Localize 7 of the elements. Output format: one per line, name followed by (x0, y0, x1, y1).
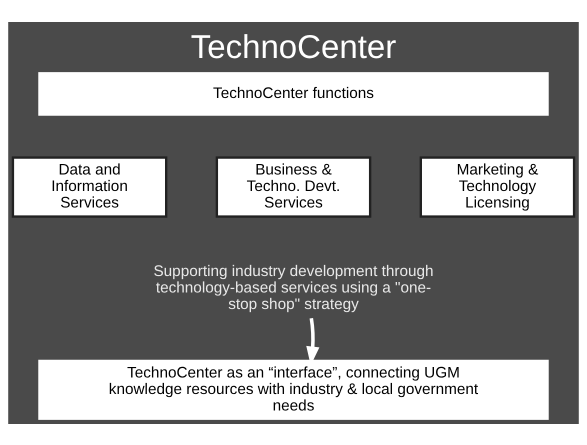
node-box: Business & Techno. Devt. Services (216, 156, 372, 218)
node-box: TechnoCenter as an “interface”, connecting UGM knowledge resources with industry & local government needs (38, 359, 549, 420)
node-box: Marketing & Technology Licensing (420, 156, 576, 218)
diagram-title: TechnoCenter (190, 27, 396, 64)
node-box: Data and Information Services (12, 156, 168, 218)
node-text: Supporting industry development through technology-based services using a "one-stop shop" strategy (153, 262, 434, 312)
node-box: TechnoCenter functions (38, 72, 549, 116)
